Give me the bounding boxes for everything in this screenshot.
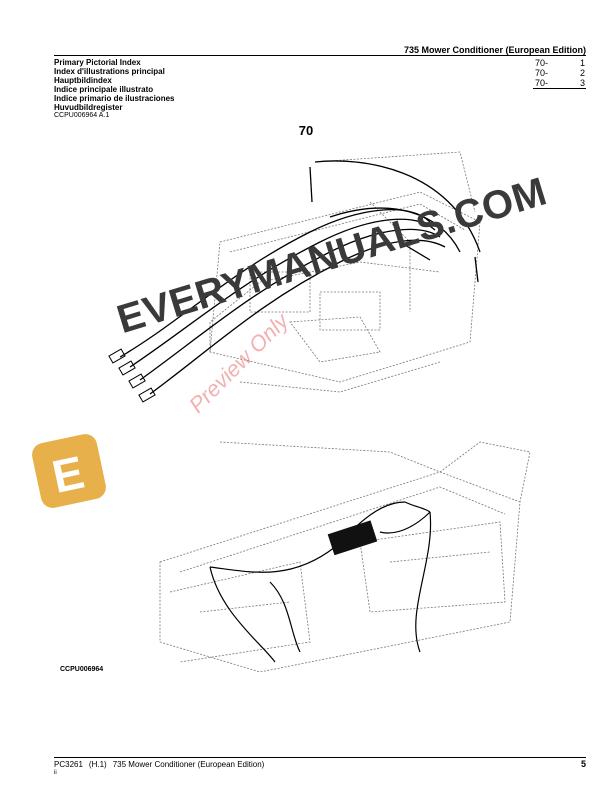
page-ref-code: 70- [535,58,549,68]
page-ref-row[interactable]: 70- 3 [533,78,586,88]
index-mark: ii [54,770,57,776]
page-number: 5 [580,759,586,769]
index-title-de: Hauptbildindex [54,76,112,85]
footer-doc-name: 735 Mower Conditioner (European Edition) [112,760,265,769]
page-ref-code: 70- [535,68,549,78]
footer-info: PC3261 (H.1) 735 Mower Conditioner (Euro… [54,760,264,769]
index-title-es: Indice primario de ilustraciones [54,94,175,103]
figure-caption-id: CCPU006964 [60,666,104,673]
everymanuals-logo: E [32,434,106,508]
page-ref-num: 1 [579,58,585,68]
index-title-sv: Huvudbildregister [54,103,123,112]
index-title-fr: Index d'illustrations principal [54,67,165,76]
index-title-it: Indice principale illustrato [54,85,154,94]
hose-couplers [108,348,156,403]
page-reference-table: 70- 1 70- 2 70- 3 [533,58,586,89]
footer-pc-code: PC3261 [54,760,83,769]
wiring-harness-illustration [108,151,531,672]
upper-hydraulic-hoses [119,160,481,395]
lower-electrical-harness [209,501,432,663]
page-ref-row[interactable]: 70- 2 [533,68,586,78]
figure-reference: CCPU006964 A.1 [54,112,110,119]
control-box [327,520,378,556]
page-ref-num: 2 [579,68,585,78]
document-title: 735 Mower Conditioner (European Edition) [403,45,586,55]
lower-machine-frame [159,441,531,672]
index-titles: Primary Pictorial Index Index d'illustra… [54,58,174,112]
header-rule [54,55,586,56]
page-ref-num: 3 [579,78,585,88]
upper-machine-frame [209,151,481,393]
section-number: 70 [298,123,314,138]
index-title-en: Primary Pictorial Index [54,58,141,67]
footer-revision: (H.1) [88,760,107,769]
page-ref-row[interactable]: 70- 1 [533,58,586,68]
page-ref-code: 70- [535,78,549,88]
footer-rule [54,757,586,758]
